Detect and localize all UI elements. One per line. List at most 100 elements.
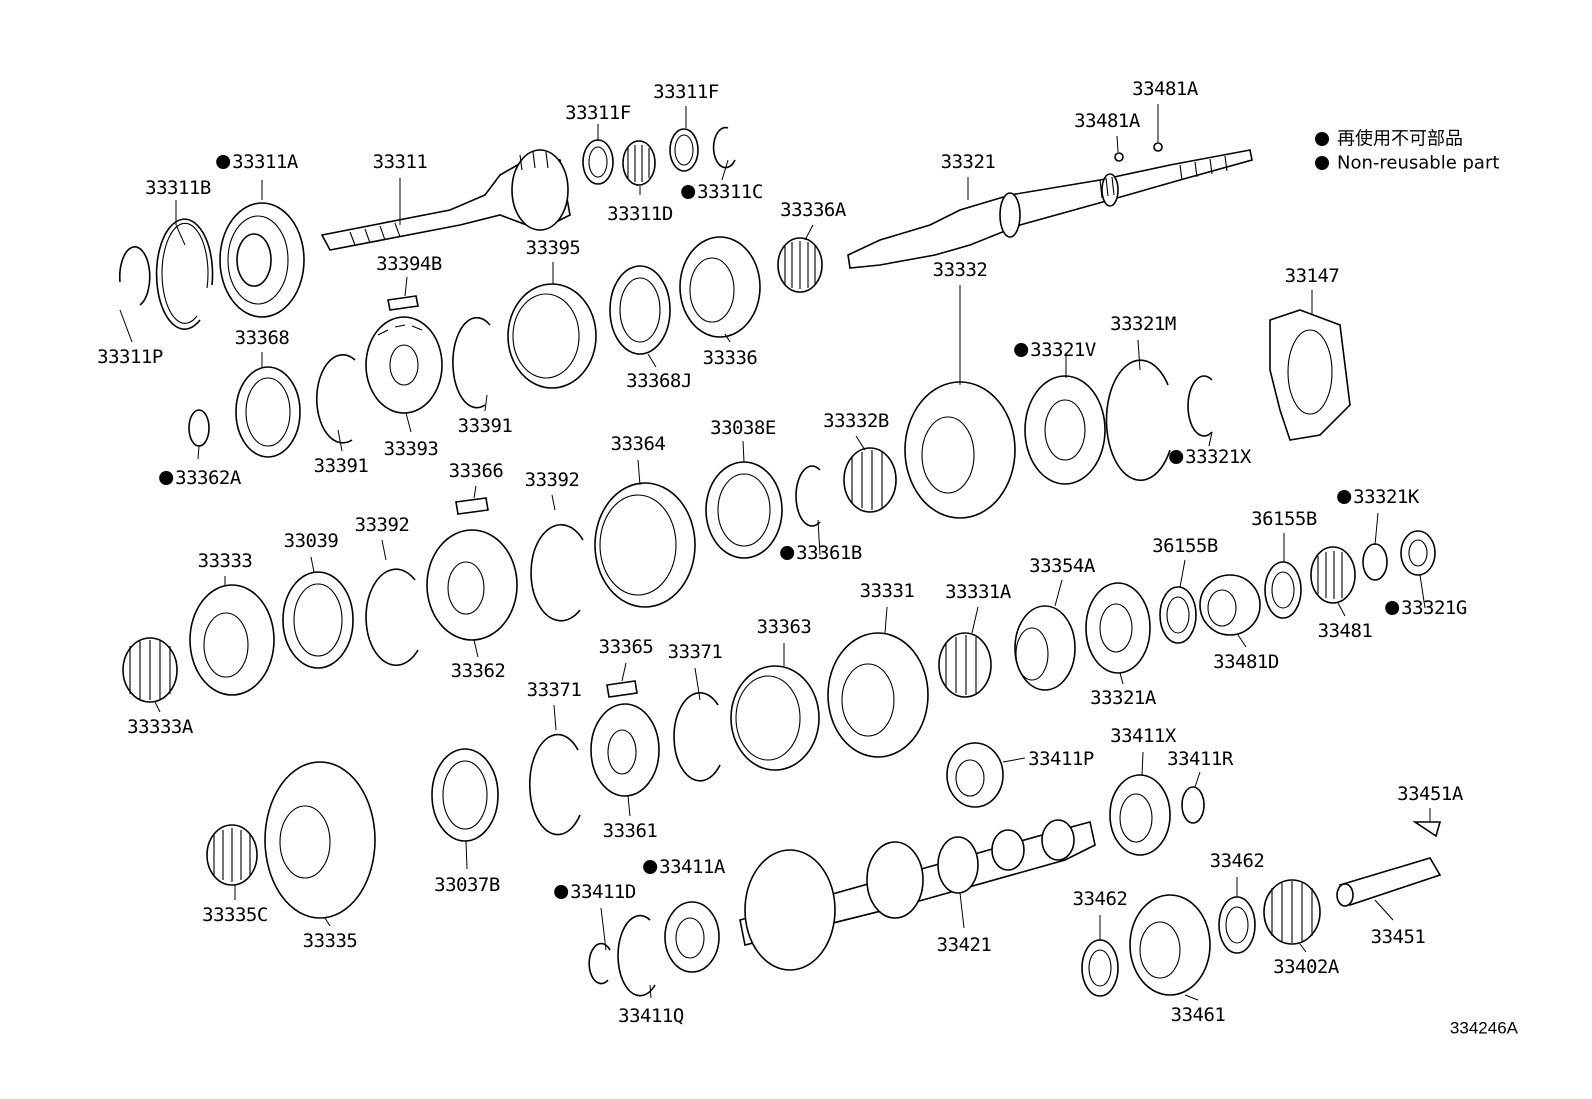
part-label[interactable]: 33311P — [97, 346, 163, 368]
part-label[interactable]: 33391 — [314, 455, 369, 477]
washer-33462-a — [1081, 939, 1119, 997]
part-label[interactable]: 33391 — [458, 415, 513, 437]
part-label[interactable]: 33451 — [1371, 926, 1426, 948]
part-label[interactable]: 33362A — [175, 467, 242, 489]
ring-33311F-a — [582, 139, 614, 185]
part-label[interactable]: 33481A — [1132, 78, 1199, 100]
non-reusable-dot-icon — [554, 885, 569, 899]
part-label[interactable]: 33321A — [1090, 687, 1157, 709]
part-label[interactable]: 33321X — [1185, 446, 1252, 468]
part-label[interactable]: 33371 — [668, 641, 723, 663]
part-label[interactable]: 33321M — [1110, 313, 1176, 335]
part-label[interactable]: 33038E — [710, 417, 776, 439]
sync-ring-33037B — [431, 748, 499, 842]
part-label[interactable]: 33321K — [1353, 486, 1420, 508]
part-label[interactable]: 33336A — [780, 199, 847, 221]
legend: 再使用不可部品 Non-reusable part — [1315, 129, 1499, 174]
part-label[interactable]: 33333A — [127, 716, 194, 738]
part-label[interactable]: 33461 — [1171, 1004, 1226, 1026]
part-label[interactable]: 33421 — [937, 934, 992, 956]
snap-ring-33311C — [712, 126, 736, 169]
part-label[interactable]: 33411A — [659, 856, 726, 878]
snap-ring-33411D — [588, 942, 611, 985]
part-label[interactable]: 33335C — [202, 904, 268, 926]
needle-bearing-33335C — [206, 824, 258, 886]
part-label[interactable]: 33311 — [373, 151, 428, 173]
part-label[interactable]: 33361B — [796, 542, 862, 564]
hub-33393 — [365, 316, 443, 414]
part-label[interactable]: 33365 — [599, 636, 654, 658]
part-label[interactable]: 33332 — [933, 259, 988, 281]
part-label[interactable]: 33362 — [451, 660, 506, 682]
part-label[interactable]: 33393 — [384, 438, 439, 460]
part-label[interactable]: 33039 — [284, 530, 339, 552]
part-label[interactable]: 33368 — [235, 327, 290, 349]
part-label[interactable]: 33394B — [376, 253, 442, 275]
part-label[interactable]: 33311C — [697, 181, 763, 203]
part-label[interactable]: 33147 — [1285, 265, 1340, 287]
part-label[interactable]: 33321 — [941, 151, 996, 173]
part-label[interactable]: 33333 — [198, 550, 253, 572]
part-label[interactable]: 33368J — [626, 370, 692, 392]
leader-lines — [119, 104, 1431, 1001]
non-reusable-dot-icon — [1169, 450, 1184, 464]
part-label[interactable]: 33411D — [570, 881, 636, 903]
part-label[interactable]: 33462 — [1073, 888, 1128, 910]
non-reusable-dot-icon — [216, 155, 231, 169]
part-label[interactable]: 33311A — [232, 151, 299, 173]
part-label[interactable]: 33481 — [1318, 620, 1373, 642]
part-label[interactable]: 33037B — [434, 874, 500, 896]
part-label[interactable]: 33411R — [1167, 748, 1234, 770]
snap-ring-33392-a — [365, 568, 419, 667]
gear-33331 — [827, 632, 929, 758]
part-label[interactable]: 33402A — [1273, 956, 1340, 978]
non-reusable-dot-icon — [643, 860, 658, 874]
hub-33362 — [426, 529, 518, 641]
part-label[interactable]: 33336 — [703, 347, 758, 369]
snap-ring-33392-b — [530, 523, 584, 622]
part-label[interactable]: 33331A — [945, 581, 1012, 603]
nut-33321G — [1400, 530, 1436, 576]
part-label[interactable]: 33311D — [607, 203, 673, 225]
part-label[interactable]: 33411P — [1028, 748, 1094, 770]
key-33366 — [455, 497, 489, 515]
part-label[interactable]: 33411X — [1110, 725, 1177, 747]
part-label[interactable]: 36155B — [1152, 535, 1218, 557]
part-label[interactable]: 36155B — [1251, 508, 1317, 530]
spacer-36155B-b — [1264, 561, 1302, 619]
part-label[interactable]: 33311B — [145, 177, 211, 199]
gear-33335 — [264, 761, 376, 919]
part-label[interactable]: 33411Q — [618, 1005, 684, 1027]
part-label[interactable]: 33366 — [449, 460, 504, 482]
part-label[interactable]: 33364 — [611, 433, 666, 455]
part-label[interactable]: 33451A — [1397, 783, 1464, 805]
needle-bearing-33331A — [938, 632, 992, 698]
part-label[interactable]: 33354A — [1029, 555, 1096, 577]
part-label[interactable]: 33395 — [526, 237, 581, 259]
gear-33333 — [189, 584, 275, 696]
part-label[interactable]: 33462 — [1210, 850, 1265, 872]
part-label[interactable]: 33321G — [1401, 597, 1467, 619]
part-label[interactable]: 33331 — [860, 580, 915, 602]
part-label[interactable]: 33371 — [527, 679, 582, 701]
part-label[interactable]: 33392 — [525, 469, 580, 491]
snap-ring-33311B — [155, 218, 214, 330]
part-label[interactable]: 33361 — [603, 820, 658, 842]
gear-33336 — [679, 236, 761, 338]
part-label[interactable]: 33321V — [1030, 339, 1096, 361]
part-label[interactable]: 33363 — [757, 616, 812, 638]
part-label[interactable]: 33392 — [355, 514, 410, 536]
part-drawings — [118, 126, 1442, 997]
part-label[interactable]: 33481D — [1213, 651, 1279, 673]
part-label[interactable]: 33311F — [565, 102, 631, 124]
part-label[interactable]: 33332B — [823, 410, 889, 432]
part-label[interactable]: 33311F — [653, 81, 719, 103]
bearing-33311A — [219, 202, 305, 318]
bearing-33411P — [946, 742, 1004, 808]
ball-33321K — [1362, 543, 1388, 581]
snap-ring-33321M — [1105, 359, 1171, 482]
ring-33411R — [1181, 786, 1205, 824]
part-label[interactable]: 33335 — [303, 930, 358, 952]
part-label[interactable]: 33481A — [1074, 110, 1141, 132]
washer-33462-b — [1218, 896, 1256, 954]
